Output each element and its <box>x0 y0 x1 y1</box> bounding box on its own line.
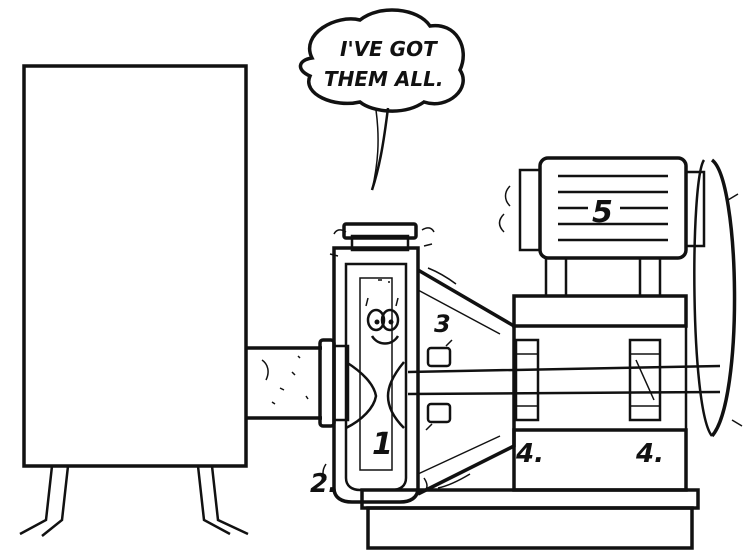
tank <box>20 66 248 536</box>
shaft <box>408 366 720 394</box>
label-bearing-bracket: 3 <box>434 310 451 338</box>
flywheel <box>694 160 742 436</box>
speech-line-1: I'VE GOT <box>340 37 438 61</box>
speech-bubble: I'VE GOT THEM ALL. <box>300 10 463 190</box>
speech-line-2: THEM ALL. <box>324 67 443 91</box>
bearing-bracket <box>418 268 514 494</box>
label-bearing-left: 4. <box>515 439 544 469</box>
impeller-character <box>366 280 398 344</box>
label-casing: 2. <box>310 469 338 499</box>
label-impeller: 1 <box>372 427 393 462</box>
label-motor: 5 <box>592 195 613 230</box>
label-bearing-right: 4. <box>635 439 664 469</box>
